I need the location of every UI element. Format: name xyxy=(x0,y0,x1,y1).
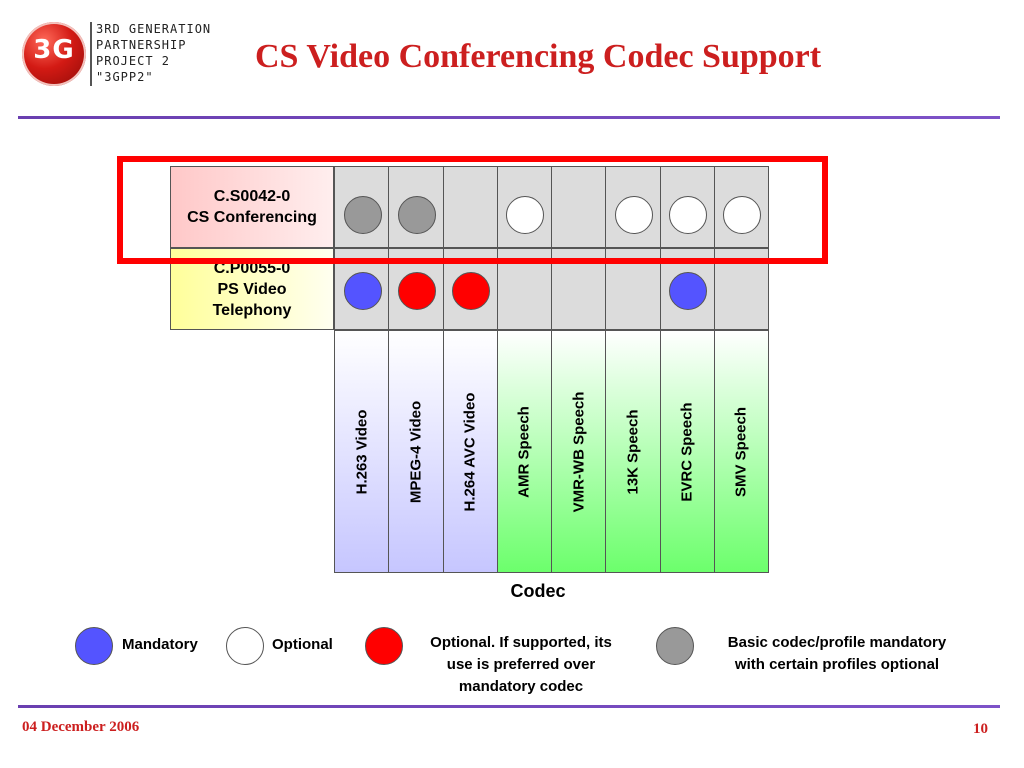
grid-cell xyxy=(388,166,444,248)
codec-label: H.264 AVC Video xyxy=(461,392,479,511)
legend-basic-label: Basic codec/profile mandatory with certa… xyxy=(702,632,972,676)
support-marker-white xyxy=(614,196,653,234)
logo-line: Partnership xyxy=(96,38,187,52)
grid-cell xyxy=(551,166,607,248)
page-number: 10 xyxy=(973,721,988,737)
codec-label: AMR Speech xyxy=(515,405,533,498)
support-marker-blue xyxy=(343,272,382,310)
row-label-cs-conferencing: C.S0042-0 CS Conferencing xyxy=(170,166,334,248)
codec-column: H.264 AVC Video xyxy=(442,330,498,573)
support-marker-gray xyxy=(397,196,436,234)
row-label-line: PS Video xyxy=(217,280,287,298)
support-marker-white xyxy=(669,196,708,234)
codec-column: MPEG-4 Video xyxy=(388,330,444,573)
legend-preferred-dot xyxy=(365,627,403,665)
logo-mark: 3G xyxy=(33,35,75,65)
grid-cell xyxy=(605,166,661,248)
codec-label: H.263 Video xyxy=(353,409,371,494)
legend-preferred-label: Optional. If supported, its use is prefe… xyxy=(405,632,637,698)
grid-cell xyxy=(713,166,769,248)
legend-basic-dot xyxy=(656,627,694,665)
slide-title: CS Video Conferencing Codec Support xyxy=(255,38,822,75)
legend-line: use is preferred over xyxy=(446,656,596,673)
row-label-line: C.S0042-0 xyxy=(213,188,291,205)
support-marker-white xyxy=(723,196,762,234)
codec-label: 13K Speech xyxy=(624,408,642,495)
grid-cell xyxy=(496,166,552,248)
legend-mandatory-dot xyxy=(75,627,113,665)
legend-optional-dot xyxy=(226,627,264,665)
row-label-line: Telephony xyxy=(212,301,292,319)
legend-line: Basic codec/profile mandatory xyxy=(727,634,947,651)
legend-line: Optional. If supported, its xyxy=(430,634,612,651)
footer-divider xyxy=(18,705,1000,708)
codec-label: VMR-WB Speech xyxy=(570,391,588,512)
grid-cell xyxy=(659,166,715,248)
logo-line: 3rd Generation xyxy=(96,22,212,36)
row-label-line: CS Conferencing xyxy=(187,209,317,226)
logo-text: 3rd Generation Partnership Project 2 "3G… xyxy=(96,21,211,85)
codec-column: SMV Speech xyxy=(713,330,769,573)
codec-column: VMR-WB Speech xyxy=(551,330,607,573)
logo-divider xyxy=(90,22,92,86)
codec-label: SMV Speech xyxy=(732,406,750,497)
highlight-box xyxy=(117,156,828,264)
3gpp2-logo xyxy=(22,22,86,86)
codec-label: EVRC Speech xyxy=(678,401,696,502)
legend-mandatory-label: Mandatory xyxy=(122,636,198,653)
footer-date: 04 December 2006 xyxy=(22,719,140,735)
codec-label: MPEG-4 Video xyxy=(407,400,425,503)
support-marker-white xyxy=(506,196,545,234)
codec-axis-label: Codec xyxy=(510,581,566,601)
codec-column: 13K Speech xyxy=(605,330,661,573)
support-marker-red xyxy=(397,272,436,310)
legend-line: with certain profiles optional xyxy=(734,656,940,673)
legend-optional-label: Optional xyxy=(272,636,333,653)
logo-line: Project 2 xyxy=(96,54,171,68)
codec-column: H.263 Video xyxy=(334,330,390,573)
header-divider xyxy=(18,116,1000,119)
legend-line: mandatory codec xyxy=(458,678,584,695)
codec-column: AMR Speech xyxy=(496,330,552,573)
support-marker-blue xyxy=(669,272,708,310)
logo-line: "3GPP2" xyxy=(96,70,154,84)
support-marker-gray xyxy=(343,196,382,234)
grid-cell xyxy=(334,166,390,248)
support-marker-red xyxy=(452,272,491,310)
codec-column: EVRC Speech xyxy=(659,330,715,573)
